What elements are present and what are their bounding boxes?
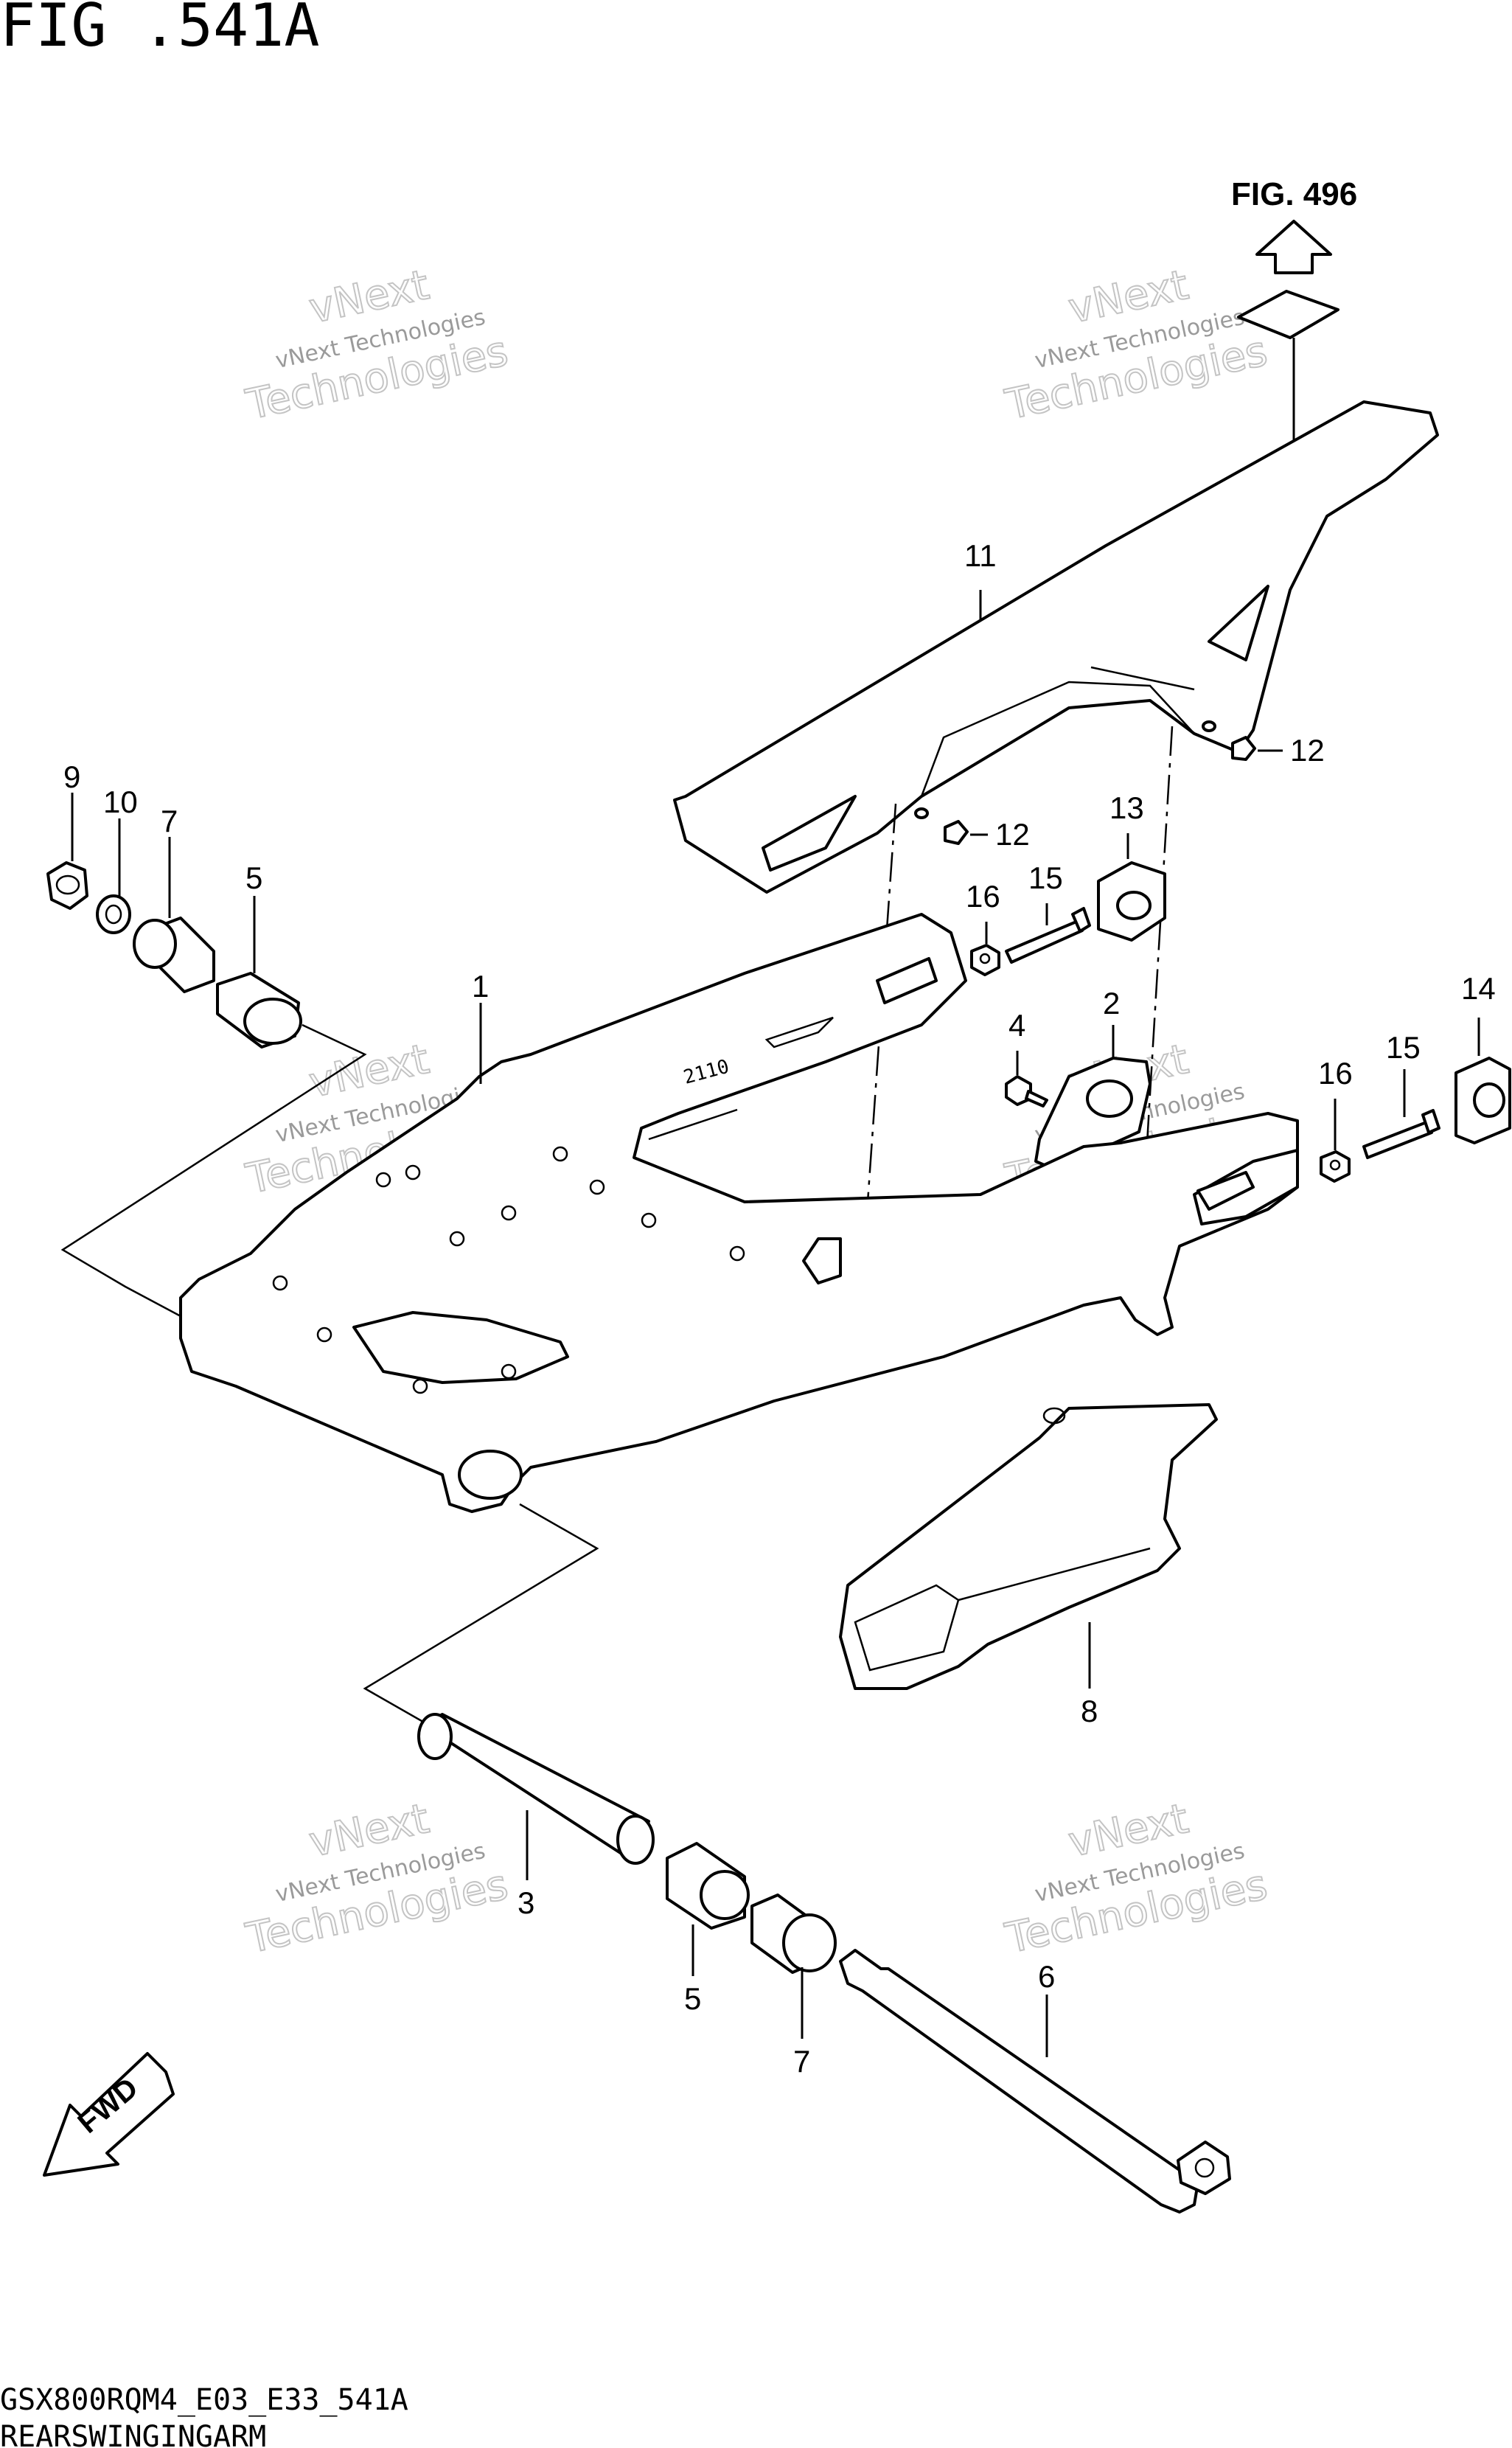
callout-1: 1: [472, 969, 489, 1004]
chain-slider-rib: [958, 1547, 1151, 1602]
callout-11: 11: [964, 538, 997, 573]
guide-line: [1141, 726, 1174, 1217]
chain-cover-window: [1208, 585, 1269, 661]
callout-12-upper: 12: [1290, 733, 1325, 768]
pivot-bore: [458, 1450, 523, 1500]
chain-cover-edge: [1090, 666, 1195, 691]
footer-caption: REARSWINGINGARM: [0, 2420, 266, 2448]
swingarm-left-axle-slot: [876, 957, 938, 1004]
adjuster-block-part-14: [1454, 1057, 1511, 1144]
nut-part-9: [46, 861, 88, 910]
chain-slider-hole: [1042, 1407, 1066, 1425]
chain-cover-slot: [762, 795, 857, 872]
chain-slider-part-8: [839, 1403, 1218, 1690]
swingarm-axle-slot: [1196, 1171, 1255, 1211]
collar-part-7-lower: [750, 1894, 837, 1974]
swingarm-rib: [648, 1108, 738, 1141]
callout-5-upper: 5: [245, 860, 262, 895]
callout-16-lower: 16: [1318, 1056, 1353, 1091]
chain-slider-mount: [802, 1237, 842, 1284]
footer-code: GSX800RQM4_E03_E33_541A: [0, 2383, 408, 2417]
callout-4: 4: [1008, 1008, 1025, 1043]
callout-15-upper: 15: [1028, 860, 1063, 895]
alignment-line: [60, 1023, 367, 1318]
callout-7-lower: 7: [793, 2044, 810, 2079]
callout-10: 10: [103, 785, 138, 819]
reference-up-arrow-icon: [1255, 220, 1332, 274]
swingarm-part-1: 2110: [179, 913, 1299, 1513]
callout-2: 2: [1103, 986, 1120, 1020]
adjuster-bolt-part-15-upper: [1005, 907, 1091, 964]
washer-part-10: [96, 894, 131, 934]
nut-part-16-lower: [1320, 1150, 1351, 1183]
fwd-arrow-icon: [43, 2052, 175, 2177]
reference-part-sketch: [1237, 290, 1339, 339]
callout-6: 6: [1038, 1959, 1055, 1994]
fwd-arrow: FWD: [43, 2052, 175, 2177]
alignment-line: [363, 1503, 599, 1734]
callout-5-lower: 5: [684, 1981, 701, 2016]
fig-496-reference[interactable]: FIG. 496: [1231, 176, 1357, 212]
figure-title: FIG .541A: [0, 0, 319, 60]
callout-14: 14: [1461, 971, 1496, 1006]
chain-cover-edge: [920, 681, 1195, 797]
pivot-tube-part-3: [417, 1713, 655, 1865]
callout-9: 9: [63, 759, 80, 794]
bolt-part-12-upper: [1202, 720, 1256, 761]
callout-15-lower: 15: [1386, 1030, 1421, 1065]
chain-slider-channel: [854, 1584, 960, 1672]
swingarm-center-opening: [352, 1311, 569, 1384]
callout-12-lower: 12: [995, 817, 1030, 852]
callout-3: 3: [518, 1885, 534, 1920]
callout-16-upper: 16: [966, 879, 1000, 914]
callout-7-upper: 7: [161, 804, 178, 838]
callout-8: 8: [1081, 1694, 1098, 1728]
bolt-part-4: [1005, 1075, 1048, 1107]
nut-part-16-upper: [970, 944, 1000, 976]
chain-cover-part-11: [673, 400, 1439, 894]
bushing-part-5-lower: [666, 1842, 750, 1930]
adjuster-block-part-13: [1097, 861, 1166, 942]
bolt-part-12-lower: [914, 807, 969, 845]
bushing-part-5-upper: [216, 972, 302, 1049]
collar-part-7-upper: [133, 917, 215, 993]
pivot-shaft-part-6: [839, 1949, 1231, 2214]
callout-13: 13: [1109, 790, 1144, 825]
swingarm-rib: [764, 1016, 834, 1049]
adjuster-bolt-part-15-lower: [1362, 1109, 1440, 1159]
